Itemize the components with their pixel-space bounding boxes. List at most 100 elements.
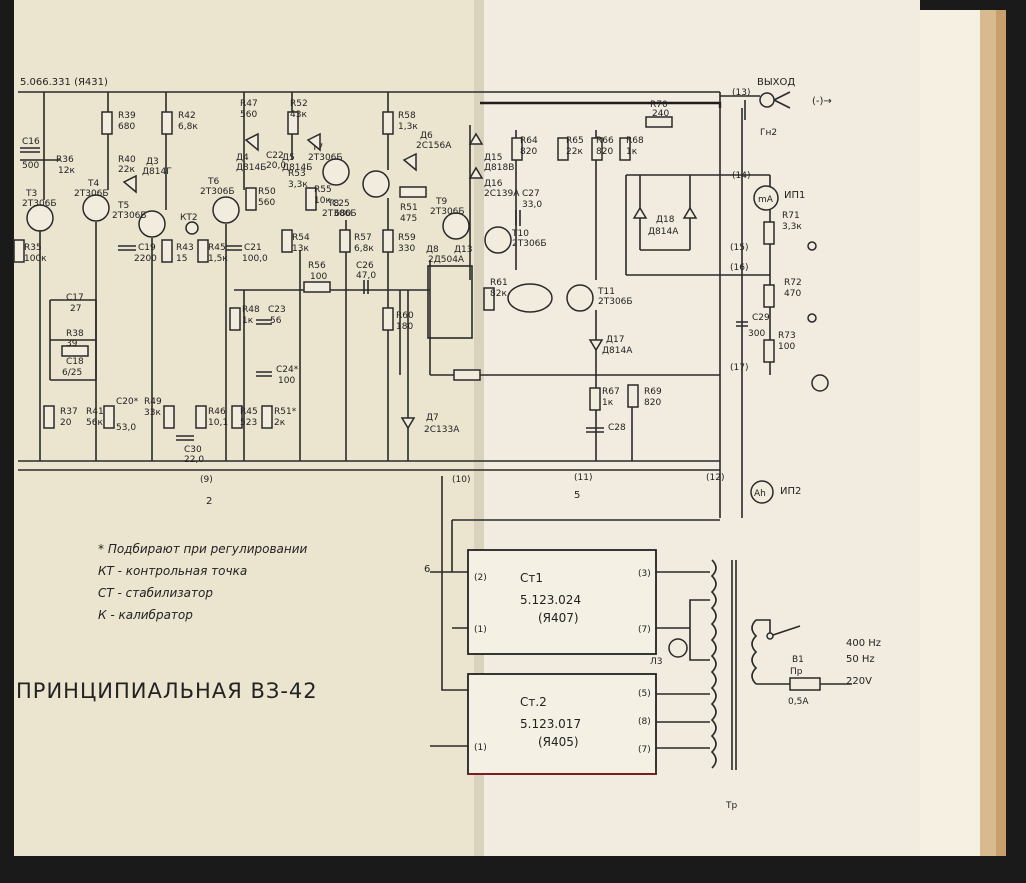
block2-alt: (Я405) [538,735,579,749]
capacitor-c23 [256,319,272,325]
block2-ref: Ст.2 [520,695,547,709]
capacitor-c30 [176,435,194,441]
resistor-r70 [645,116,673,128]
resistor-r61 [483,287,495,311]
node-16: (16) [730,263,748,273]
d3-ref: Д3 [146,157,159,167]
output-label: ВЫХОД [757,77,795,88]
feedback-network [49,299,97,381]
mains-freq-1: 400 Hz [846,638,881,649]
resistor-r68 [619,137,631,161]
t3-type: 2Т306Б [22,199,57,209]
block1-pin-right-1: (3) [638,569,651,579]
t4-ref: T4 [87,179,99,189]
r59-ref: R59 [398,233,416,243]
r54-ref: R54 [292,233,310,243]
r67-val: 1к [602,398,614,408]
resistor-r42 [161,111,173,135]
mains-switch[interactable] [766,632,774,640]
t5-ref: T5 [117,201,129,211]
c19-ref: C19 [138,243,156,253]
adjust-knob-1 [807,241,817,251]
r38-val: 39 [66,339,78,349]
mains-freq-2: 50 Hz [846,654,875,665]
r49-val: 33к [144,408,161,418]
diode-bridge [427,265,473,339]
r52-ref: R52 [290,99,308,109]
block2-pin-left-1: (1) [474,743,487,753]
capacitor-c21 [226,245,242,251]
bus-6: 6 [424,564,430,575]
capacitor-c26 [363,280,369,294]
fuse-ref: Пр [790,667,803,677]
diode-d15 [468,166,484,179]
r59-val: 330 [398,244,415,254]
block1-pin-left-1: (2) [474,573,487,583]
c24-ref: C24* [276,365,299,375]
c20-val: 53,0 [116,423,136,433]
block1-ref: Ст1 [520,571,543,585]
r65-ref: R65 [566,136,584,146]
diode-d16 [588,339,604,352]
r54-val: 13к [292,244,309,254]
r35-val: 100к [24,254,47,264]
r51b-ref: R51* [274,407,297,417]
r40-val: 22к [118,165,135,175]
resistor-r41 [103,405,115,429]
resistor-r69 [627,384,639,408]
right-stage-wires [469,125,633,461]
resistor-r45a [197,239,209,263]
capacitor-c16 [20,147,40,153]
meter-ip2 [750,480,774,504]
t8-type: 2Т306Б [322,209,357,219]
resistor-r67 [589,387,601,411]
resistor-r46 [195,405,207,429]
r69-ref: R69 [644,387,662,397]
c26-val: 47,0 [356,271,376,281]
r60-ref: R60 [396,311,414,321]
r48-val: 1к [242,316,254,326]
block1-pin-left-2: (1) [474,625,487,635]
resistor-r39 [101,111,113,135]
resistor-r51b [261,405,273,429]
test-point-kt2 [185,221,199,235]
d13-ref: Д13 [454,245,472,255]
t11-type: 2Т306Б [598,297,633,307]
doc-code: 5.066.331 (Я431) [20,77,108,88]
t9-type: 2Т306Б [430,207,465,217]
pot-r73-ref: R73 [778,331,796,341]
r66-val: 820 [596,147,613,157]
r46-val: 10,1 [208,418,228,428]
output-connector[interactable] [759,92,775,108]
meter-ip1-unit: mA [758,195,774,205]
t9-ref: T9 [435,197,447,207]
r56-val: 100 [310,272,327,282]
r57-val: 6,8к [354,244,374,254]
r43-val: 15 [176,254,187,264]
c25-val: 680 [334,209,351,219]
c17-val: 27 [70,304,81,314]
test-point-kt2-ref: КТ2 [180,213,198,223]
transistor-t7 [322,158,350,186]
c23-ref: C23 [268,305,286,315]
r58-val: 1,3к [398,122,418,132]
resistor-feedback [453,369,481,381]
transistor-t11 [566,284,594,312]
resistor-r59 [382,229,394,253]
adjust-knob-2 [807,313,817,323]
d5-type: Д814Б [282,163,312,173]
output-connector-label: Гн2 [760,128,777,138]
d15-type: 2С139А [484,189,520,199]
r55-ref: R55 [314,185,332,195]
r39-ref: R39 [118,111,136,121]
resistor-r51a [399,186,427,198]
block1-code: 5.123.024 [520,593,581,607]
r46-ref: R46 [208,407,226,417]
c29-val: 300 [748,329,765,339]
fuse-rating: 0,5А [788,697,809,707]
resistor-r58 [382,111,394,135]
r51b-val: 2к [274,418,286,428]
diode-d3 [122,174,137,194]
c18-ref: C18 [66,357,84,367]
t6-ref: T6 [207,177,219,187]
